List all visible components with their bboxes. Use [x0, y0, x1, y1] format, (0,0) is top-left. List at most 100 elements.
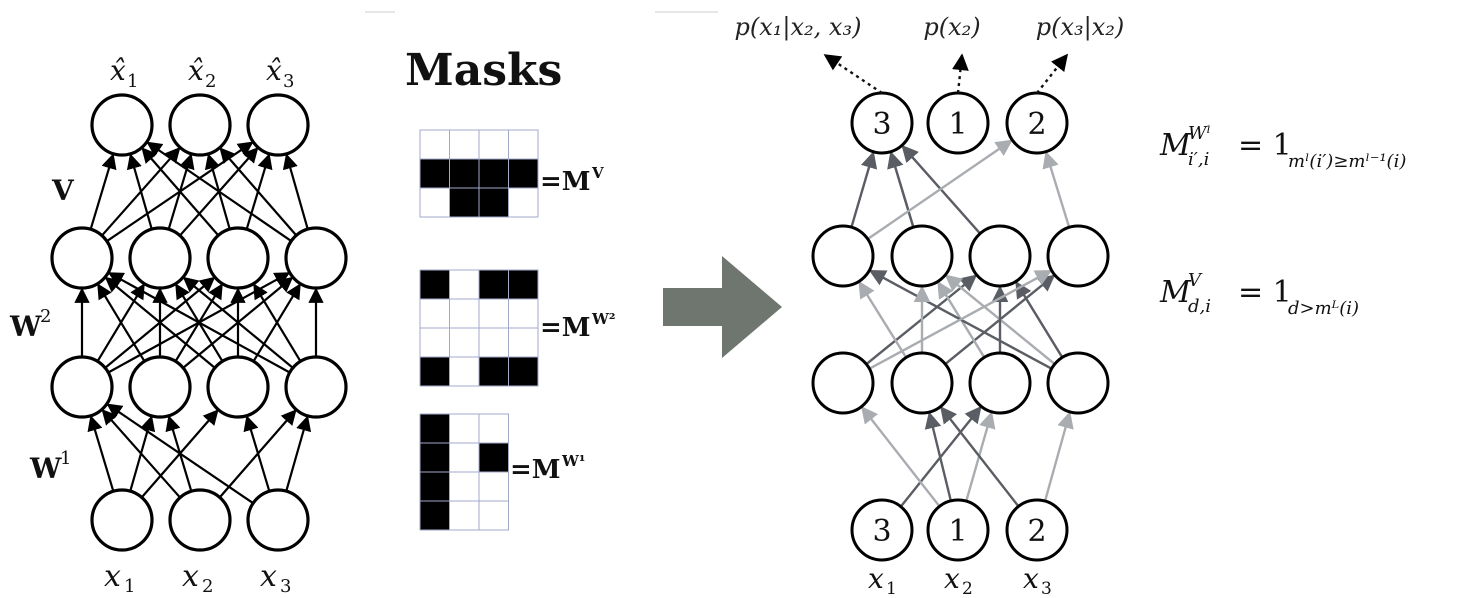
right-node-0-1	[926, 498, 990, 562]
mask-cell-1-0-3	[508, 129, 539, 160]
mask-grid-1	[419, 129, 539, 218]
distribution-arrow-3	[1036, 53, 1069, 94]
mask-cell-3-3-0	[419, 500, 450, 531]
transform-arrow-icon	[663, 256, 782, 358]
mask-cell-3-3-1	[449, 500, 480, 531]
mask-cell-1-2-2	[478, 187, 509, 218]
mask-cell-2-1-1	[449, 298, 480, 329]
right-edge-0-5	[1043, 411, 1074, 502]
left-edge-0-3	[101, 409, 181, 499]
input-label-2: x	[182, 559, 199, 594]
mask-cell-2-0-0	[419, 269, 450, 300]
left-node-0-1	[168, 488, 232, 552]
mask-cell-1-0-2	[478, 129, 509, 160]
distribution-label-2: p(x₂)	[923, 13, 980, 41]
equation-rhs-2: = 1	[1238, 275, 1292, 310]
mask-cell-3-1-0	[419, 442, 450, 473]
right-node-0-2	[1005, 498, 1069, 562]
left-edge-1-13	[182, 276, 294, 369]
weight-label-sup-3: 1	[60, 448, 71, 469]
mask-cell-2-0-1	[449, 269, 480, 300]
right-input-subscript-3: 3	[1041, 579, 1052, 598]
left-node-1-1	[128, 355, 192, 419]
mask-label-2: =M	[540, 313, 591, 343]
input-subscript-2: 2	[202, 576, 213, 597]
weight-label-2: W	[9, 310, 42, 343]
right-edge-1-1	[858, 280, 908, 359]
right-network-edges	[850, 139, 1074, 508]
output-label-3: x̂	[266, 54, 282, 87]
right-edge-1-9	[868, 269, 1053, 370]
mask-cell-2-2-2	[478, 327, 509, 358]
mask-label-sup-3: W¹	[561, 452, 585, 470]
mask-cell-2-1-0	[419, 298, 450, 329]
equation-lhs-sup-1: Wˡ	[1188, 123, 1211, 144]
left-edge-2-10	[219, 147, 298, 237]
mask-cell-1-1-3	[508, 158, 539, 189]
input-subscript-1: 1	[124, 576, 135, 597]
mask-cell-3-1-2	[478, 442, 509, 473]
left-node-1-0	[50, 355, 114, 419]
left-node-0-2	[246, 488, 310, 552]
left-edge-2-0	[89, 153, 117, 230]
mask-cell-2-3-3	[508, 356, 539, 387]
right-node-2-1	[890, 224, 954, 288]
right-input-subscript-1: 1	[886, 579, 897, 598]
left-node-3-2	[246, 93, 310, 157]
input-order-3: 2	[1027, 514, 1046, 549]
right-node-2-0	[811, 224, 875, 288]
output-subscript-1: 1	[127, 71, 138, 92]
mask-cell-1-1-0	[419, 158, 450, 189]
left-edge-2-6	[141, 147, 220, 237]
right-node-1-1	[890, 351, 954, 415]
left-edge-0-0	[87, 415, 115, 492]
right-edge-1-6	[1015, 280, 1064, 359]
equation-lhs-sub-2: d,i	[1188, 296, 1211, 317]
mask-cell-3-2-1	[449, 471, 480, 502]
mask-grid-2	[419, 269, 539, 387]
mask-cell-3-1-1	[449, 442, 480, 473]
mask-cell-2-0-2	[478, 269, 509, 300]
equation-2: MVd,i= 1d>mᴸ(i)	[1159, 270, 1359, 319]
equation-rhs-sub-1: mˡ(i′)≥mˡ⁻¹(i)	[1288, 151, 1406, 172]
mask-cell-1-1-2	[478, 158, 509, 189]
right-edge-0-2	[924, 411, 953, 502]
left-edge-2-9	[146, 141, 292, 242]
mask-cell-2-2-0	[419, 327, 450, 358]
mask-label-1: =M	[540, 167, 591, 197]
mask-cell-2-3-2	[478, 356, 509, 387]
input-label-1: x	[104, 559, 121, 594]
right-input-label-1: x	[868, 562, 884, 595]
equation-lhs-1: M	[1159, 128, 1192, 163]
right-input-subscript-2: 2	[962, 579, 973, 598]
right-node-1-0	[811, 351, 875, 415]
left-edge-1-8	[104, 276, 216, 369]
input-label-3: x	[260, 559, 277, 594]
mask-cell-1-2-3	[508, 187, 539, 218]
output-order-1: 3	[872, 107, 891, 142]
left-network-nodes	[50, 93, 348, 552]
mask-label-sup-2: W²	[591, 310, 615, 328]
mask-cell-3-0-2	[478, 413, 509, 444]
left-edge-0-8	[285, 415, 312, 492]
mask-cell-2-0-3	[508, 269, 539, 300]
right-edge-2-0	[850, 151, 878, 228]
right-node-1-2	[968, 351, 1032, 415]
output-label-2: x̂	[188, 54, 204, 87]
output-order-3: 2	[1027, 107, 1046, 142]
equation-rhs-sub-2: d>mᴸ(i)	[1288, 298, 1359, 319]
weight-label-1: V	[51, 174, 75, 207]
left-edge-0-7	[243, 415, 271, 492]
equation-lhs-2: M	[1159, 275, 1192, 310]
mask-cell-3-2-0	[419, 471, 450, 502]
mask-cell-2-2-3	[508, 327, 539, 358]
mask-cell-3-2-2	[478, 471, 509, 502]
equation-rhs-1: = 1	[1238, 128, 1292, 163]
mask-cell-1-0-1	[449, 129, 480, 160]
left-edge-1-14	[253, 283, 302, 362]
